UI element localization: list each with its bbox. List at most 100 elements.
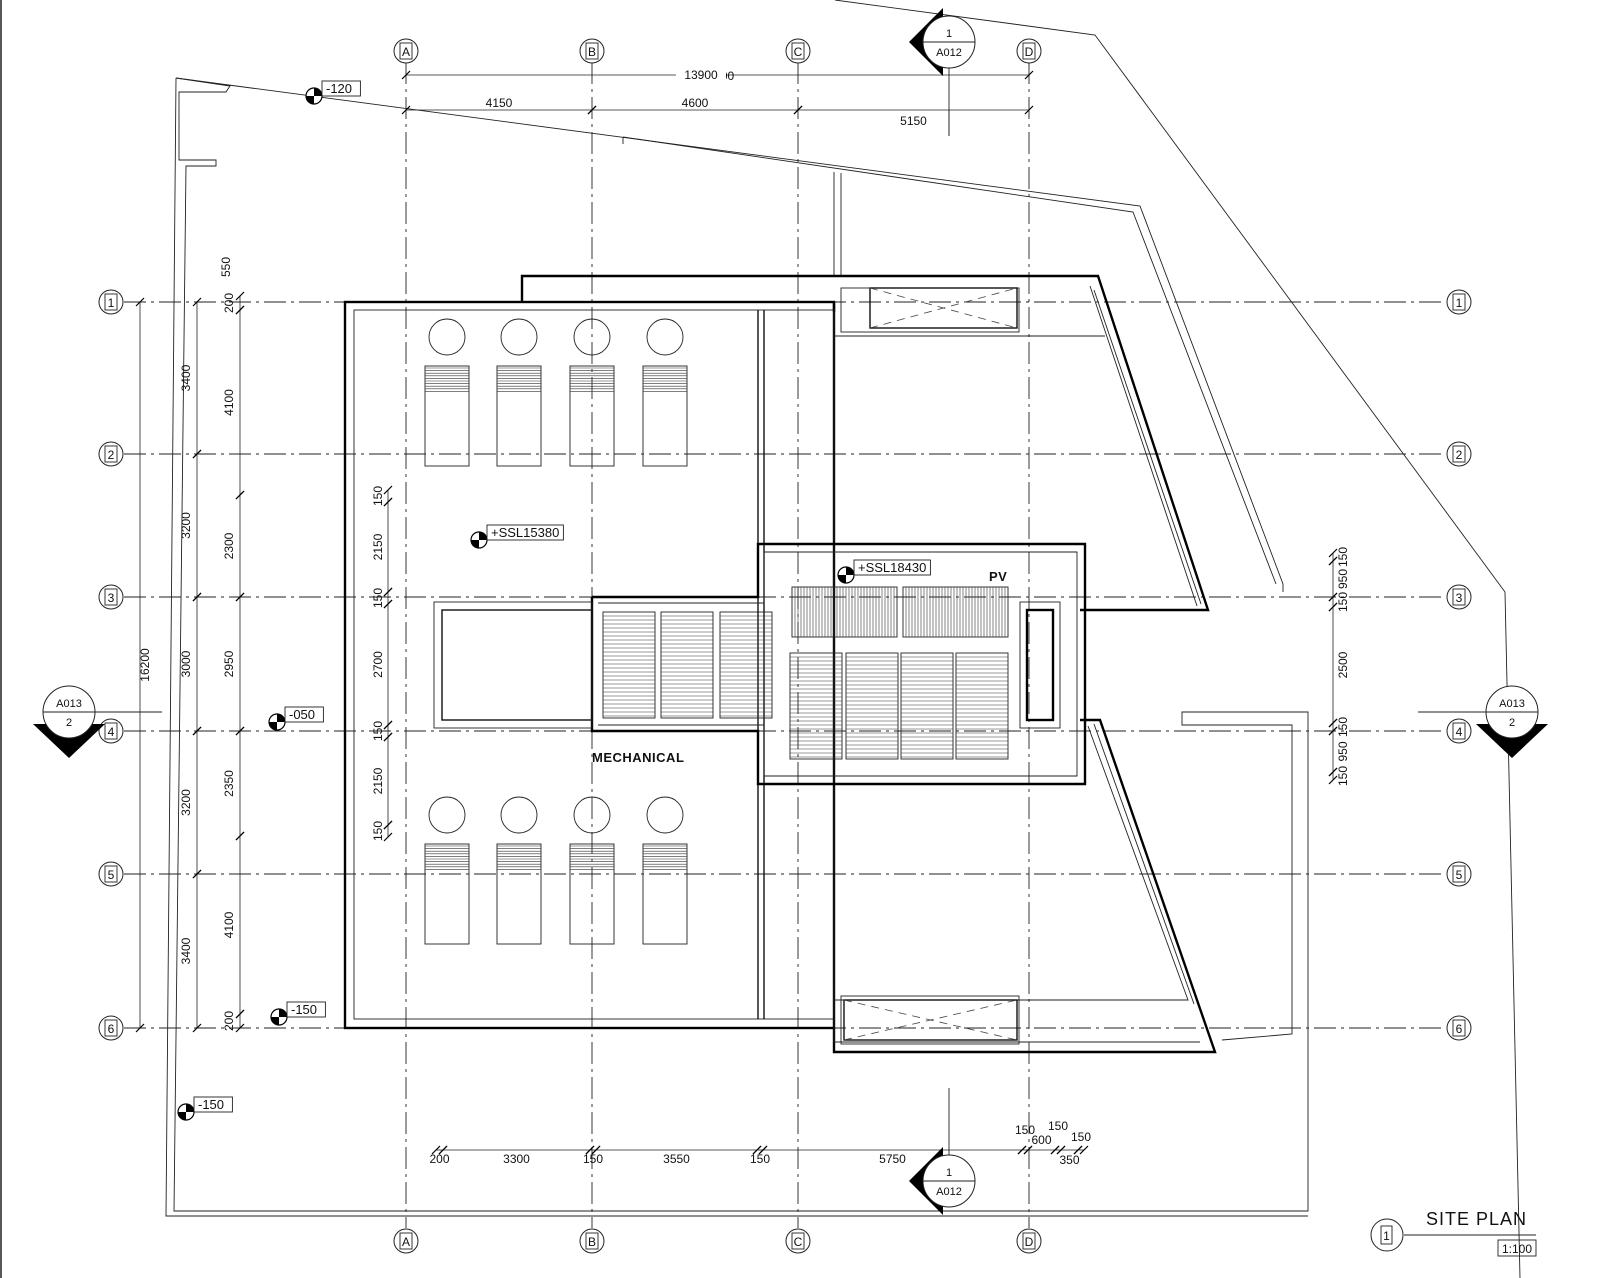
grid-bubble-2: 2 bbox=[98, 441, 124, 467]
hvac-unit bbox=[424, 365, 470, 467]
section-sheet: A013 bbox=[1499, 698, 1525, 710]
dimension-value: 4100 bbox=[222, 911, 236, 938]
pv-panels bbox=[602, 586, 1009, 760]
hvac-unit bbox=[496, 365, 542, 467]
dimension-value: 150 bbox=[1015, 1123, 1035, 1137]
dimension-value: 150 bbox=[371, 721, 385, 741]
dimension-value: 16200 bbox=[138, 648, 152, 682]
section-sheet: A012 bbox=[936, 47, 962, 59]
section-number: 1 bbox=[946, 28, 952, 40]
dimension-value: 4100 bbox=[222, 389, 236, 416]
drawing-scale: 1:100 bbox=[1502, 1242, 1532, 1256]
level-marker: -120 bbox=[305, 80, 361, 105]
section-number: 2 bbox=[1509, 717, 1515, 729]
site-boundary-outer bbox=[165, 77, 1308, 1217]
skylight-top bbox=[840, 287, 1020, 333]
dimension-value: 150 bbox=[1336, 766, 1350, 786]
grid-bubble-B: B bbox=[579, 1228, 605, 1254]
grid-label: 5 bbox=[108, 868, 115, 882]
dimension-value: 150 bbox=[371, 486, 385, 506]
grid-bubble-1: 1 bbox=[1446, 289, 1472, 315]
dimension-value: 3400 bbox=[179, 937, 193, 964]
room-label-pv: PV bbox=[989, 569, 1007, 584]
solar-panel bbox=[900, 652, 954, 760]
solar-panel bbox=[955, 652, 1009, 760]
dimension-value: 3000 bbox=[179, 650, 193, 677]
dimension-value: 950 bbox=[1336, 569, 1350, 589]
dimension-value: 150 bbox=[371, 821, 385, 841]
fan-unit-circle bbox=[500, 796, 538, 834]
title-view-box bbox=[1380, 1225, 1393, 1245]
grid-label: B bbox=[588, 1235, 596, 1249]
dimension-value: 2500 bbox=[1336, 651, 1350, 678]
level-markers: -120+SSL15380+SSL18430-050-150-150 bbox=[177, 80, 931, 1121]
dimension-value: 3550 bbox=[663, 1152, 690, 1166]
dimension-value: 3200 bbox=[179, 789, 193, 816]
section-sheet: A013 bbox=[56, 698, 82, 710]
level-marker: -050 bbox=[268, 706, 324, 731]
dimension-value: 350 bbox=[1059, 1153, 1079, 1167]
solar-panel bbox=[789, 652, 843, 760]
scale-box bbox=[1497, 1239, 1537, 1257]
grid-label: 5 bbox=[1456, 868, 1463, 882]
dimension-value: 2950 bbox=[222, 650, 236, 677]
dimension-value: 2350 bbox=[222, 770, 236, 797]
dimension-value: 13900 bbox=[684, 68, 718, 82]
fan-unit-circle bbox=[573, 318, 611, 356]
dimension-value: 200 bbox=[222, 293, 236, 313]
skylight-bottom bbox=[840, 995, 1020, 1045]
solar-panel bbox=[845, 652, 899, 760]
grid-label: 1 bbox=[1456, 296, 1463, 310]
hvac-unit bbox=[569, 365, 615, 467]
hvac-unit bbox=[424, 843, 470, 945]
grid-label: 4 bbox=[108, 725, 115, 739]
solar-panel bbox=[602, 611, 656, 719]
fan-unit-circle bbox=[646, 796, 684, 834]
grid-bubble-1: 1 bbox=[98, 289, 124, 315]
title-view-number: 1 bbox=[1383, 1229, 1390, 1243]
site-boundary-top-inner bbox=[622, 136, 1277, 585]
section-sheet: A012 bbox=[936, 1186, 962, 1198]
grid-bubble-6: 6 bbox=[98, 1015, 124, 1041]
grid-label: C bbox=[794, 1235, 803, 1249]
grid-label: 3 bbox=[1456, 591, 1463, 605]
site-boundary-right bbox=[834, 0, 1521, 1278]
fan-unit-circle bbox=[500, 318, 538, 356]
dimension-value: 150 bbox=[371, 588, 385, 608]
grid-label: A bbox=[402, 45, 410, 59]
dimension-value: 4600 bbox=[682, 96, 709, 110]
room-label-mechanical: MECHANICAL bbox=[592, 750, 684, 765]
level-marker: -150 bbox=[177, 1096, 233, 1121]
dimension-value: 150 bbox=[1336, 592, 1350, 612]
dimension-value: 150 bbox=[1336, 717, 1350, 737]
dimension-value: 2150 bbox=[371, 533, 385, 560]
level-value: -150 bbox=[198, 1097, 224, 1112]
dimension-value: 150 bbox=[750, 1152, 770, 1166]
grid-bubble-C: C bbox=[785, 1228, 811, 1254]
hvac-unit bbox=[642, 843, 688, 945]
grid-bubble-3: 3 bbox=[1446, 584, 1472, 610]
level-value: -120 bbox=[326, 81, 352, 96]
level-value: -150 bbox=[291, 1002, 317, 1017]
grid-label: D bbox=[1025, 1235, 1034, 1249]
solar-panel bbox=[719, 611, 773, 719]
dimension-value: 4150 bbox=[486, 96, 513, 110]
dimension-value: 950 bbox=[1336, 741, 1350, 761]
grid-label: 1 bbox=[108, 296, 115, 310]
grid-bubble-A: A bbox=[393, 1228, 419, 1254]
grid-label: 6 bbox=[108, 1022, 115, 1036]
hvac-unit bbox=[642, 365, 688, 467]
grid-label: 2 bbox=[108, 448, 115, 462]
solar-panel bbox=[902, 586, 1009, 638]
dimension-value: 150 bbox=[1048, 1119, 1068, 1133]
title-block: 1 SITE PLAN 1:100 bbox=[1370, 1209, 1537, 1257]
solar-panel bbox=[660, 611, 714, 719]
mechanical-units-top bbox=[424, 318, 688, 467]
fan-unit-circle bbox=[573, 796, 611, 834]
dimension-value: 5150 bbox=[900, 114, 927, 128]
dimension-value: 2150 bbox=[371, 767, 385, 794]
